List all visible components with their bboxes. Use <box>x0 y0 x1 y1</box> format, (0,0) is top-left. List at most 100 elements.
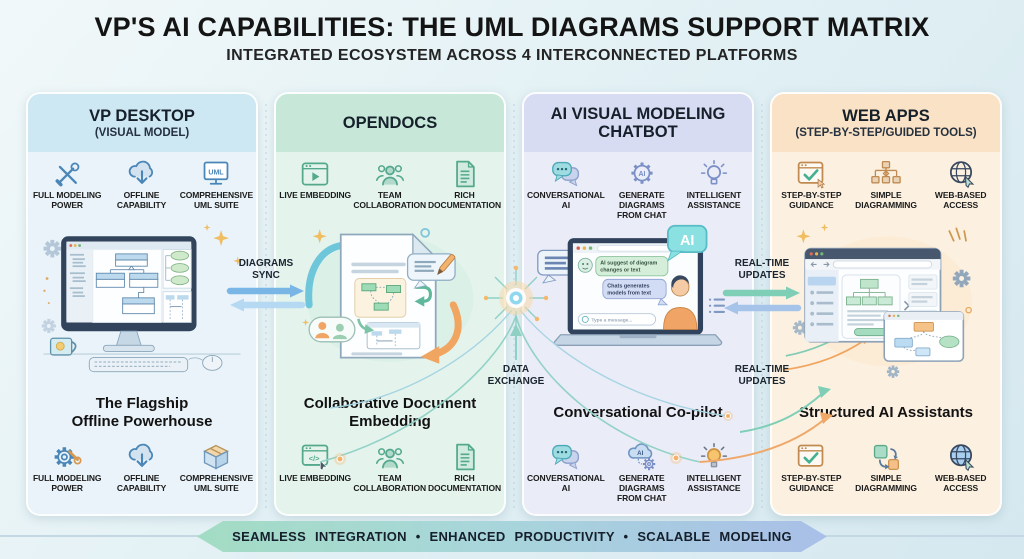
feature-item: </> LIVE EMBEDDING <box>278 442 352 484</box>
feature-row-bottom: CONVERSATIONAL AI AI GENERATE DIAGRAMS F… <box>524 435 752 514</box>
globe-cursor-icon <box>944 442 978 472</box>
feature-item: OFFLINE CAPABILITY <box>104 442 178 494</box>
column-caption: Conversational Co-pilot <box>553 404 723 422</box>
feature-label: WEB-BASED ACCESS <box>934 190 987 210</box>
ai-gear-icon: AI <box>625 159 659 189</box>
feature-label: SIMPLE DIAGRAMMING <box>855 473 917 493</box>
document-embedding-scene <box>302 227 474 364</box>
feature-label: FULL MODELING POWER <box>32 190 102 210</box>
feature-item: TEAM COLLABORATION <box>352 159 427 211</box>
chat-input[interactable]: Type a message... <box>577 313 657 326</box>
column-vp-desktop: VP DESKTOP (VISUAL MODEL) FULL MODELING … <box>26 92 258 516</box>
vp-desktop-illustration <box>28 224 256 391</box>
feature-label: CONVERSATIONAL AI <box>527 473 605 493</box>
feature-item: STEP-BY-STEP GUIDANCE <box>774 442 849 494</box>
shapes-arrows-icon <box>869 442 903 472</box>
uml-monitor-icon: UML <box>199 159 233 189</box>
feature-label: COMPREHENSIVE UML SUITE <box>179 190 254 210</box>
feature-label: STEP-BY-STEP GUIDANCE <box>781 190 842 210</box>
feature-label: COMPREHENSIVE UML SUITE <box>179 473 254 493</box>
column-title: WEB APPS <box>842 107 930 126</box>
sequence-panel <box>162 291 192 323</box>
feature-item: FULL MODELING POWER <box>30 442 104 494</box>
gear-decor <box>792 269 971 378</box>
feature-item: SIMPLE DIAGRAMMING <box>849 159 924 211</box>
feature-label: RICH DOCUMENTATION <box>428 473 501 493</box>
feature-label: OFFLINE CAPABILITY <box>116 473 167 493</box>
sparkle-decor <box>796 224 972 314</box>
feature-label: GENERATE DIAGRAMS FROM CHAT <box>616 190 667 220</box>
document-icon <box>448 442 482 472</box>
feature-label: FULL MODELING POWER <box>32 473 102 493</box>
crossed-tools-icon <box>50 159 84 189</box>
page-subtitle: INTEGRATED ECOSYSTEM ACROSS 4 INTERCONNE… <box>226 47 798 64</box>
embedded-table-panel <box>366 322 421 350</box>
desktop-computer-scene <box>41 224 243 373</box>
column-subtitle: (STEP-BY-STEP/GUIDED TOOLS) <box>795 126 977 139</box>
feature-label: CONVERSATIONAL AI <box>527 190 605 210</box>
feature-item: SIMPLE DIAGRAMMING <box>849 442 924 494</box>
feature-label: TEAM COLLABORATION <box>353 473 427 493</box>
feature-item: RICH DOCUMENTATION <box>427 442 502 494</box>
keyboard <box>88 357 189 373</box>
column-subtitle: (VISUAL MODEL) <box>94 126 190 139</box>
column-ai-chatbot: AI VISUAL MODELING CHATBOT CONVERSATIONA… <box>522 92 754 516</box>
data-exchange-label: DATA EXCHANGE <box>487 364 545 387</box>
feature-item: COMPREHENSIVE UML SUITE <box>179 442 254 494</box>
sparkle-decor <box>43 224 243 305</box>
svg-text:changes or text: changes or text <box>600 267 640 273</box>
feature-item: INTELLIGENT ASSISTANCE <box>678 159 750 211</box>
team-icon <box>373 159 407 189</box>
feature-row-top: FULL MODELING POWER OFFLINE CAPABILITY <box>28 152 256 224</box>
column-caption: The Flagship Offline Powerhouse <box>71 395 213 430</box>
desktop-monitor <box>61 236 197 332</box>
feature-item: UML COMPREHENSIVE UML SUITE <box>179 159 254 211</box>
svg-text:AI suggest of diagram: AI suggest of diagram <box>600 260 657 266</box>
browser-windows-scene <box>783 224 973 378</box>
web-apps-illustration <box>772 224 1000 391</box>
svg-text:AI: AI <box>680 233 695 249</box>
uml-class-diagram <box>95 253 159 315</box>
svg-text:Chats generates: Chats generates <box>607 283 649 289</box>
feature-label: WEB-BASED ACCESS <box>934 473 987 493</box>
column-header: AI VISUAL MODELING CHATBOT <box>524 94 752 152</box>
use-case-panel <box>162 249 192 289</box>
column-title: OPENDOCS <box>342 113 438 132</box>
browser-play-icon <box>298 159 332 189</box>
ai-chat-bubble: AI suggest of diagram changes or text <box>595 256 669 277</box>
sidebar-tree <box>69 253 86 297</box>
column-opendocs: OPENDOCS LIVE EMBEDDING <box>274 92 506 516</box>
feature-label: INTELLIGENT ASSISTANCE <box>686 473 742 493</box>
mouse <box>188 354 223 371</box>
feature-item: LIVE EMBEDDING <box>278 159 352 201</box>
wizard-panel <box>841 274 901 339</box>
realtime-updates-top-label: REAL-TIME UPDATES <box>734 258 790 281</box>
chatbot-illustration: AI suggest of diagram changes or text Ch… <box>524 224 752 391</box>
chat-bubbles-icon <box>549 159 583 189</box>
feature-item: CONVERSATIONAL AI <box>526 159 606 211</box>
ai-cloud-gear-icon: AI <box>625 442 659 472</box>
feature-label: RICH DOCUMENTATION <box>428 190 501 210</box>
svg-text:models from text: models from text <box>607 290 651 296</box>
cloud-download-icon <box>125 159 159 189</box>
page-title: VP'S AI CAPABILITIES: THE UML DIAGRAMS S… <box>94 12 930 42</box>
lightbulb-icon <box>697 159 731 189</box>
feature-row-bottom: </> LIVE EMBEDDING TEAM COLLABORATION <box>276 435 504 514</box>
gear-wrench-icon <box>50 442 84 472</box>
lightbulb-filled-icon <box>697 442 731 472</box>
cloud-download-icon <box>125 442 159 472</box>
feature-label: SIMPLE DIAGRAMMING <box>855 190 917 210</box>
feature-label: LIVE EMBEDDING <box>279 190 352 200</box>
feature-item: INTELLIGENT ASSISTANCE <box>678 442 750 494</box>
feature-label: OFFLINE CAPABILITY <box>116 190 167 210</box>
platform-columns: VP DESKTOP (VISUAL MODEL) FULL MODELING … <box>26 92 1002 516</box>
svg-text:AI: AI <box>637 450 643 457</box>
feature-item: RICH DOCUMENTATION <box>427 159 502 211</box>
feature-item: STEP-BY-STEP GUIDANCE <box>774 159 849 211</box>
browser-code-icon: </> <box>298 442 332 472</box>
collaborators <box>308 316 356 343</box>
feature-row-bottom: FULL MODELING POWER OFFLINE CAPABILITY <box>28 435 256 514</box>
feature-row-top: LIVE EMBEDDING TEAM COLLABORATION <box>276 152 504 224</box>
document-icon <box>448 159 482 189</box>
